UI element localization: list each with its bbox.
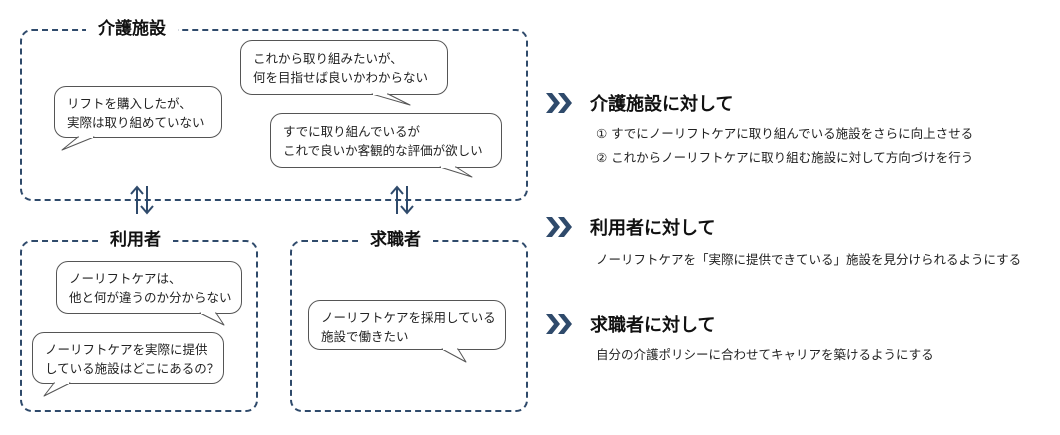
speech-bubble: ノーリフトケアを実際に提供 している施設はどこにあるの？ (32, 332, 224, 384)
double-chevron-right-icon (546, 217, 572, 237)
jobseeker-heading: 求職者に対して (590, 315, 716, 336)
user-section: 利用者に対して (546, 214, 715, 240)
facility-item: ② これからノーリフトケアに取り組む施設に対して方向づけを行う (596, 150, 974, 165)
speech-bubble: これから取り組みたいが、 何を目指せば良いかわからない (240, 40, 448, 95)
up-down-arrows-icon (130, 185, 154, 215)
user-group-title: 利用者 (98, 230, 173, 250)
double-chevron-right-icon (546, 314, 572, 334)
facility-item: ① すでにノーリフトケアに取り組んでいる施設をさらに向上させる (596, 126, 974, 141)
up-down-arrows-icon (390, 185, 414, 215)
jobseeker-group-title: 求職者 (358, 230, 433, 250)
facility-section: 介護施設に対して (546, 90, 733, 116)
speech-bubble: すでに取り組んでいるが これで良いか客観的な評価が欲しい (270, 113, 502, 168)
jobseeker-item: 自分の介護ポリシーに合わせてキャリアを築けるようにする (596, 347, 934, 362)
speech-bubble: ノーリフトケアは、 他と何が違うのか分からない (56, 261, 242, 314)
facility-group (20, 29, 528, 201)
user-heading: 利用者に対して (590, 218, 716, 239)
jobseeker-section: 求職者に対して (546, 311, 715, 337)
facility-heading: 介護施設に対して (590, 94, 734, 115)
facility-group-title: 介護施設 (86, 19, 178, 39)
double-chevron-right-icon (546, 93, 572, 113)
speech-bubble: リフトを購入したが、 実際は取り組めていない (54, 86, 222, 138)
speech-bubble: ノーリフトケアを採用している 施設で働きたい (308, 300, 506, 350)
user-item: ノーリフトケアを「実際に提供できている」施設を見分けられるようにする (596, 252, 1022, 267)
